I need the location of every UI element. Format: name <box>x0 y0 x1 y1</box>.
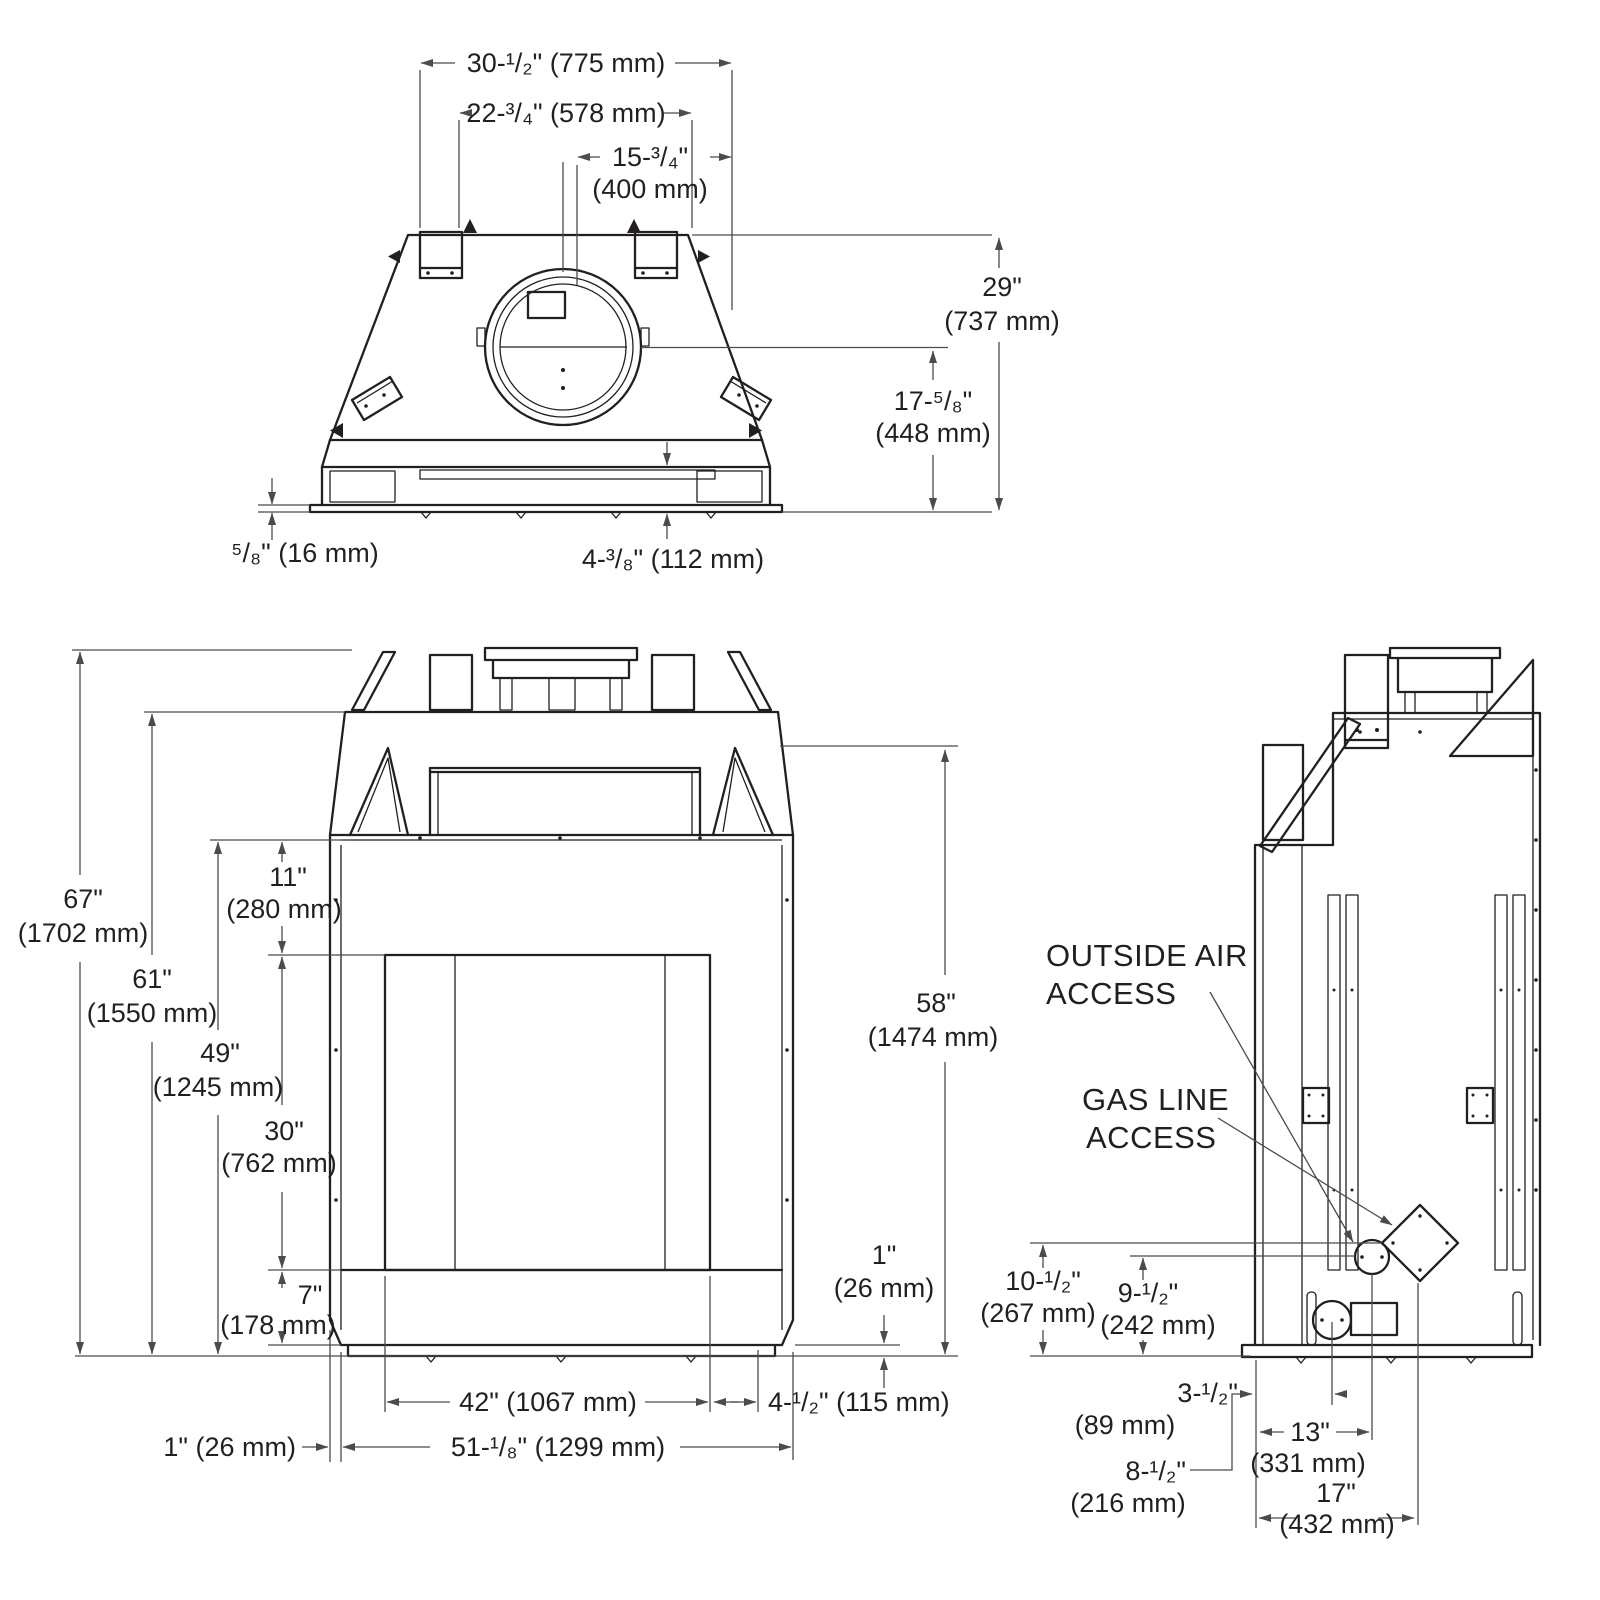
dim-front-base-gap-left: 1" (26 mm) <box>163 1432 296 1462</box>
front-base-pan <box>346 1343 777 1358</box>
front-gussets <box>348 746 775 837</box>
gas-access-cover-plate <box>1380 1203 1460 1283</box>
front-face-outline <box>328 833 795 1347</box>
dim-top-flue-center-depth: 17-⁵/₈" <box>894 386 973 416</box>
side-view-dimensions <box>1030 1242 1419 1528</box>
corner-brackets <box>330 375 773 438</box>
top-view: 30-¹/₂" (775 mm) 22-³/₄" (578 mm) 15-³/₄… <box>231 48 1060 574</box>
top-view-dimensions <box>258 59 1003 540</box>
dim-front-opening-height: 30" <box>264 1116 304 1146</box>
dim-side-gas-knockout-height: 9-¹/₂" <box>1118 1278 1179 1308</box>
dim-side-outside-air-height-mm: (267 mm) <box>980 1298 1096 1328</box>
dim-front-face-height-mm: (1245 mm) <box>153 1072 284 1102</box>
dim-front-overall-height-mm: (1702 mm) <box>18 918 149 948</box>
dim-front-side-panel-width: 4-¹/₂" (115 mm) <box>768 1387 950 1417</box>
dim-side-gas-line-height-mm: (89 mm) <box>1075 1410 1176 1440</box>
dim-top-inner-width: 22-³/₄" (578 mm) <box>466 98 665 128</box>
side-screws <box>1358 730 1538 1192</box>
dim-top-flue-center-depth-mm: (448 mm) <box>875 418 991 448</box>
dim-front-rear-height-mm: (1474 mm) <box>868 1022 999 1052</box>
dim-top-base-lip: ⁵/₈" (16 mm) <box>231 538 378 568</box>
front-upper-trapezoid <box>328 710 795 837</box>
label-outside-air-line2: ACCESS <box>1046 976 1176 1011</box>
dim-side-knockout-depth: 17" <box>1316 1478 1356 1508</box>
side-base-pan <box>1240 1343 1534 1359</box>
dim-top-overall-depth-mm: (737 mm) <box>944 306 1060 336</box>
dim-front-body-height-mm: (1550 mm) <box>87 998 218 1028</box>
dim-top-flue-offset-mm: (400 mm) <box>592 174 708 204</box>
dim-side-gas-line-depth-mm: (216 mm) <box>1070 1488 1186 1518</box>
dim-side-outside-air-depth: 13" <box>1290 1417 1330 1447</box>
top-view-body <box>328 233 764 442</box>
front-heat-shield <box>428 766 702 837</box>
dim-front-base-gap-right: 1" <box>872 1240 897 1270</box>
front-view: 67" (1702 mm) 61" (1550 mm) 49" (1245 mm… <box>18 646 999 1462</box>
top-view-base-plate <box>308 503 784 514</box>
front-top-standoffs <box>350 646 773 712</box>
dim-side-outside-air-depth-mm: (331 mm) <box>1250 1448 1366 1478</box>
dim-side-outside-air-height: 10-¹/₂" <box>1005 1266 1081 1296</box>
dim-side-gas-line-height: 3-¹/₂" <box>1177 1378 1238 1408</box>
dim-front-face-height: 49" <box>200 1038 240 1068</box>
front-screws <box>334 836 789 1202</box>
dim-front-body-height: 61" <box>132 964 172 994</box>
side-top-assembly <box>1258 646 1535 854</box>
side-nailing-rails <box>1301 894 1526 1346</box>
dim-front-hearth-height: 7" <box>298 1280 323 1310</box>
top-view-flare <box>320 438 772 469</box>
dim-side-gas-line-depth: 8-¹/₂" <box>1125 1456 1186 1486</box>
dim-front-opening-height-mm: (762 mm) <box>221 1148 337 1178</box>
dim-side-gas-knockout-height-mm: (242 mm) <box>1100 1310 1216 1340</box>
dim-top-base-height: 4-³/₈" (112 mm) <box>582 544 764 574</box>
dim-front-opening-width: 42" (1067 mm) <box>459 1387 637 1417</box>
dim-front-overall-width: 51-¹/₈" (1299 mm) <box>451 1432 665 1462</box>
label-gas-line-line1: GAS LINE <box>1082 1082 1229 1117</box>
dim-front-rear-height: 58" <box>916 988 956 1018</box>
top-standoff-brackets <box>418 219 679 280</box>
gas-line-box <box>1349 1301 1399 1337</box>
dim-front-hearth-height-mm: (178 mm) <box>220 1310 336 1340</box>
access-leaders <box>1209 991 1393 1243</box>
top-view-base-panels <box>329 469 763 503</box>
label-outside-air-line1: OUTSIDE AIR <box>1046 938 1248 973</box>
side-body-outline <box>1331 711 1542 1347</box>
dim-front-opening-offset-mm: (280 mm) <box>226 894 342 924</box>
label-gas-line-line2: ACCESS <box>1086 1120 1216 1155</box>
front-view-dimensions <box>72 649 958 1462</box>
firebox-opening <box>383 953 712 1272</box>
flue-damper-tab <box>526 290 567 320</box>
dim-front-base-gap-right-mm: (26 mm) <box>834 1273 935 1303</box>
side-view: OUTSIDE AIR ACCESS GAS LINE ACCESS 10-¹/… <box>980 646 1542 1539</box>
dim-top-flue-offset: 15-³/₄" <box>612 142 688 172</box>
dim-front-overall-height: 67" <box>63 884 103 914</box>
dim-front-opening-offset: 11" <box>269 862 307 892</box>
dim-top-overall-width: 30-¹/₂" (775 mm) <box>467 48 666 78</box>
dim-top-overall-depth: 29" <box>982 272 1022 302</box>
dim-side-knockout-depth-mm: (432 mm) <box>1279 1509 1395 1539</box>
